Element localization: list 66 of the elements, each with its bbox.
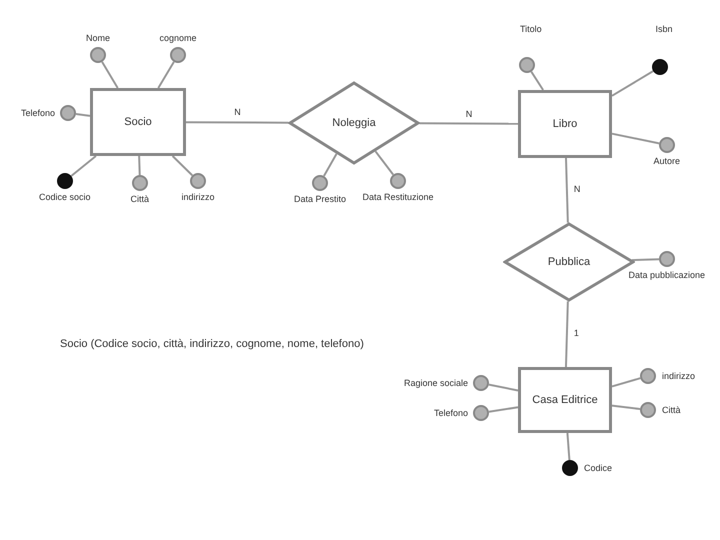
attribute-circle	[659, 251, 675, 267]
attribute-circle	[390, 173, 406, 189]
attribute-name: Codice	[584, 463, 612, 474]
entity-box: Socio	[90, 88, 186, 156]
attribute-name: Data pubblicazione	[628, 270, 706, 280]
connector-line	[374, 150, 394, 176]
attribute-circle	[659, 137, 675, 153]
attribute-name: Codice socio	[39, 192, 91, 202]
attribute-circle	[640, 402, 656, 418]
attribute-name: Telefono	[434, 408, 468, 418]
attribute-name: indirizzo	[662, 371, 696, 382]
cardinality-label: N	[233, 107, 242, 118]
attribute-name: Titolo	[520, 24, 542, 34]
connector-line	[186, 121, 288, 124]
connector-line	[566, 432, 570, 460]
connector-line	[323, 153, 338, 177]
connector-line	[101, 61, 119, 89]
entity-box: Libro	[518, 90, 612, 158]
attribute-circle	[312, 175, 328, 191]
connector-line	[612, 377, 641, 388]
attribute-circle	[190, 173, 206, 189]
key-attribute-dot	[652, 59, 668, 75]
attribute-name: Nome	[86, 33, 110, 44]
key-attribute-dot	[562, 460, 578, 476]
cardinality-label: 1	[572, 328, 580, 338]
attribute-circle	[132, 175, 148, 191]
connector-line	[564, 301, 569, 368]
attribute-name: indirizzo	[182, 192, 215, 202]
relationship-name: Noleggia	[332, 117, 376, 129]
connector-line	[564, 158, 569, 223]
attribute-name: Città	[662, 405, 681, 416]
connector-line	[172, 155, 193, 176]
attribute-name: Ragione sociale	[404, 378, 468, 388]
connector-line	[157, 61, 175, 89]
cardinality-label: N	[572, 184, 582, 194]
attribute-circle	[170, 47, 186, 63]
entity-box: Casa Editrice	[518, 367, 612, 433]
attribute-circle	[60, 105, 76, 121]
attribute-circle	[640, 368, 656, 384]
key-attribute-dot	[57, 173, 73, 189]
connector-line	[488, 384, 518, 392]
connector-line	[611, 70, 654, 97]
schema-note: Socio (Codice socio, città, indirizzo, cognome, nome, telefono)	[60, 338, 364, 350]
relationship-name: Pubblica	[548, 256, 590, 268]
connector-line	[530, 71, 544, 91]
connector-line	[632, 258, 660, 262]
connector-line	[612, 404, 640, 410]
attribute-circle	[519, 57, 535, 73]
attribute-circle	[473, 375, 489, 391]
attribute-circle	[473, 405, 489, 421]
attribute-name: Città	[130, 194, 150, 204]
attribute-name: Data Restituzione	[362, 192, 434, 202]
attribute-name: cognome	[160, 33, 197, 44]
connector-line	[76, 113, 90, 117]
attribute-name: Telefono	[21, 108, 56, 118]
attribute-name: Autore	[654, 156, 680, 166]
attribute-name: Data Prestito	[294, 194, 346, 204]
connector-line	[70, 155, 97, 177]
connector-line	[138, 156, 141, 176]
connector-line	[420, 122, 518, 125]
connector-line	[488, 406, 518, 413]
relationship-diamond	[288, 81, 420, 165]
cardinality-label: N	[464, 108, 474, 119]
attribute-circle	[90, 47, 106, 63]
attribute-name: Isbn	[656, 24, 673, 34]
connector-line	[612, 132, 660, 144]
